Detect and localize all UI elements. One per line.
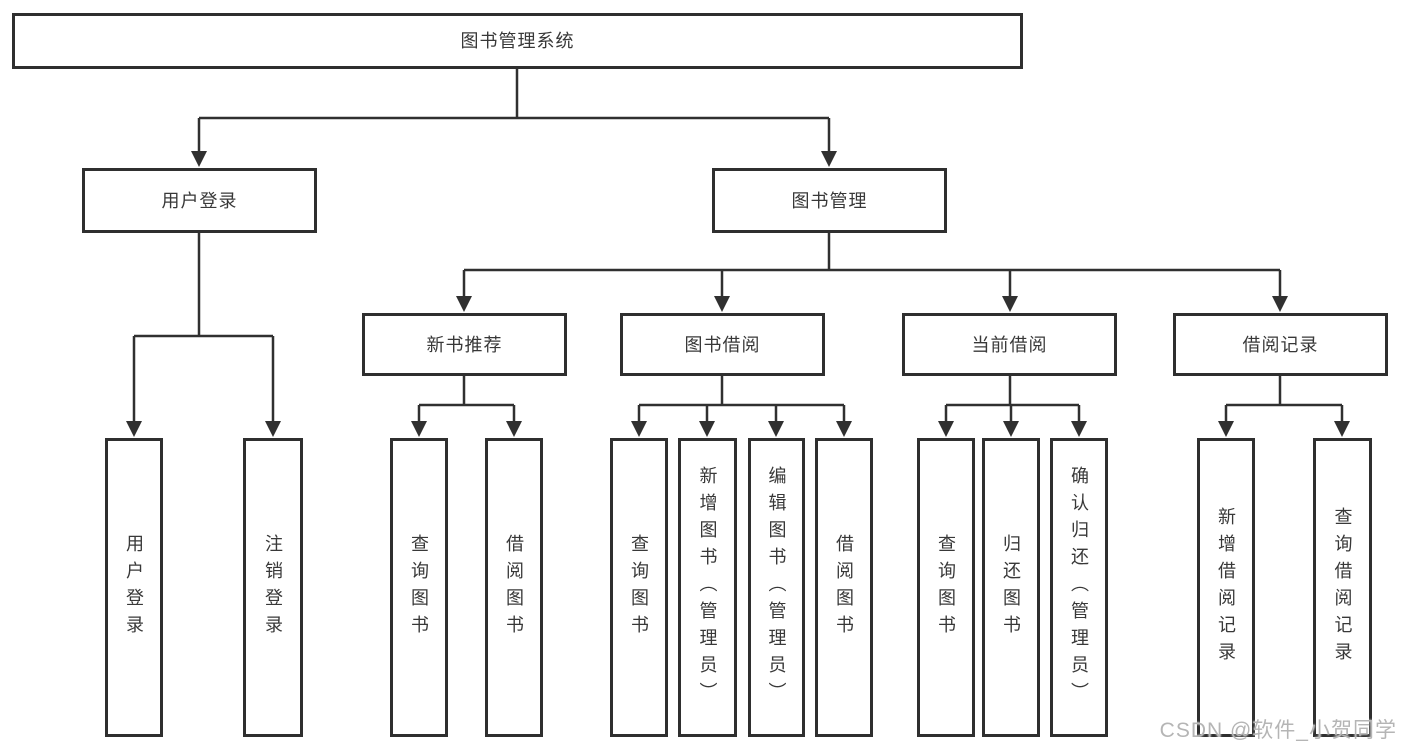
arrowheads: [126, 151, 1350, 437]
connector-root-to-level2: [197, 69, 831, 152]
arrow-down-icon: [714, 296, 730, 312]
connector-userlogin-to-leaves: [132, 233, 275, 423]
leaf-add-borrow-record: 新增借阅记录: [1197, 438, 1255, 737]
node-label: 新书推荐: [426, 334, 503, 355]
arrow-down-icon: [1071, 421, 1087, 437]
leaf-query-borrow-record: 查询借阅记录: [1313, 438, 1372, 737]
node-label: 查询借阅记录: [1332, 506, 1353, 669]
node-book-management: 图书管理: [712, 168, 947, 233]
node-label: 确认归还（管理员）: [1069, 466, 1089, 709]
connector-currentborrow-to-leaves: [944, 376, 1081, 423]
node-label: 用户登录: [161, 190, 238, 211]
node-label: 图书管理: [791, 190, 868, 211]
leaf-add-book-admin: 新增图书（管理员）: [678, 438, 737, 737]
node-label: 当前借阅: [971, 334, 1048, 355]
node-label: 用户登录: [124, 533, 144, 642]
node-label: 查询图书: [936, 533, 956, 642]
arrow-down-icon: [456, 296, 472, 312]
node-borrowing-records: 借阅记录: [1173, 313, 1388, 376]
csdn-watermark: CSDN @软件_小贺同学: [1159, 719, 1397, 742]
arrow-down-icon: [1334, 421, 1350, 437]
arrow-down-icon: [1002, 296, 1018, 312]
arrow-down-icon: [126, 421, 142, 437]
leaf-edit-book-admin: 编辑图书（管理员）: [748, 438, 805, 737]
connector-bookborrow-to-leaves: [637, 376, 846, 423]
arrow-down-icon: [821, 151, 837, 167]
node-user-login: 用户登录: [82, 168, 317, 233]
connector-newbook-to-leaves: [417, 376, 516, 423]
arrow-down-icon: [411, 421, 427, 437]
node-label: 借阅记录: [1242, 334, 1319, 355]
node-new-book-recommend: 新书推荐: [362, 313, 567, 376]
node-label: 注销登录: [263, 533, 283, 642]
leaf-user-login: 用户登录: [105, 438, 163, 737]
node-label: 新增图书（管理员）: [697, 466, 718, 709]
connector-bookmgmt-to-level3: [462, 233, 1282, 297]
leaf-borrow-books-borrowing: 借阅图书: [815, 438, 873, 737]
arrow-down-icon: [938, 421, 954, 437]
node-library-management-system: 图书管理系统: [12, 13, 1023, 69]
node-label: 查询图书: [409, 533, 429, 642]
arrow-down-icon: [265, 421, 281, 437]
connector-records-to-leaves: [1224, 376, 1344, 423]
node-label: 归还图书: [1001, 533, 1021, 642]
leaf-borrow-books-recommend: 借阅图书: [485, 438, 543, 737]
node-book-borrowing: 图书借阅: [620, 313, 825, 376]
leaf-query-books-recommend: 查询图书: [390, 438, 448, 737]
leaf-return-books: 归还图书: [982, 438, 1040, 737]
arrow-down-icon: [191, 151, 207, 167]
arrow-down-icon: [768, 421, 784, 437]
arrow-down-icon: [631, 421, 647, 437]
leaf-confirm-return-admin: 确认归还（管理员）: [1050, 438, 1108, 737]
arrow-down-icon: [506, 421, 522, 437]
leaf-query-books-borrowing: 查询图书: [610, 438, 668, 737]
arrow-down-icon: [1218, 421, 1234, 437]
node-label: 图书借阅: [684, 334, 761, 355]
node-label: 借阅图书: [504, 533, 524, 642]
node-current-borrowing: 当前借阅: [902, 313, 1117, 376]
node-label: 图书管理系统: [460, 31, 575, 51]
leaf-logout: 注销登录: [243, 438, 303, 737]
arrow-down-icon: [1003, 421, 1019, 437]
node-label: 新增借阅记录: [1216, 506, 1236, 669]
arrow-down-icon: [836, 421, 852, 437]
node-label: 借阅图书: [834, 533, 854, 642]
arrow-down-icon: [1272, 296, 1288, 312]
node-label: 查询图书: [629, 533, 649, 642]
arrow-down-icon: [699, 421, 715, 437]
node-label: 编辑图书（管理员）: [766, 466, 787, 709]
leaf-query-books-current: 查询图书: [917, 438, 975, 737]
